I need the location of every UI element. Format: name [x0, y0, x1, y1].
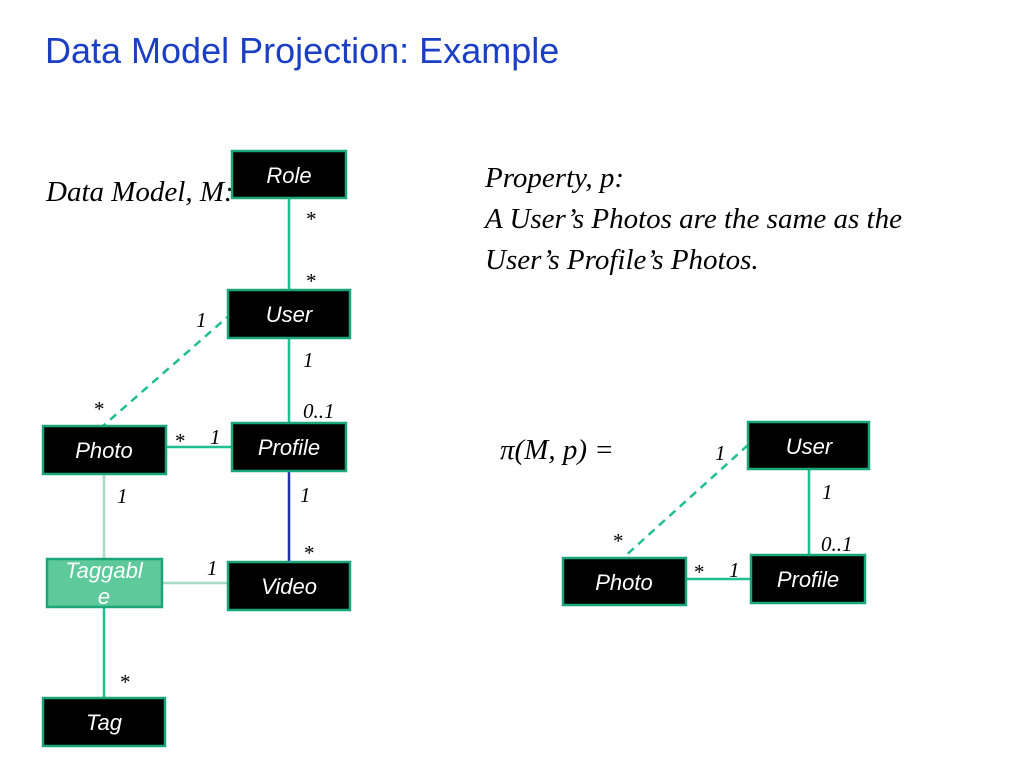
mult-user-photo-photo-end: *: [93, 397, 104, 421]
mult-photo-profile-profile-end: 1: [210, 425, 221, 449]
mult-photo-profile-photo-end: *: [174, 429, 185, 453]
proj-entity-photo: Photo: [561, 556, 688, 607]
mult-role-user-top: *: [305, 207, 316, 231]
proj-mult-user-profile-profile-end: 0..1: [821, 532, 853, 556]
proj-mult-user-photo-photo-end: *: [612, 529, 623, 553]
proj-mult-user-photo-user-end: 1: [715, 441, 726, 465]
svg-text:e: e: [98, 584, 110, 609]
proj-entity-user: User: [746, 420, 871, 471]
mult-taggable-tag: *: [119, 670, 130, 694]
entity-video: Video: [226, 560, 352, 612]
mult-user-photo-user-end: 1: [196, 308, 207, 332]
svg-text:Photo: Photo: [595, 570, 653, 595]
proj-mult-photo-profile-profile-end: 1: [729, 558, 740, 582]
entity-photo: Photo: [41, 424, 168, 476]
entity-user: User: [226, 288, 352, 340]
svg-text:User: User: [266, 302, 314, 327]
svg-text:Role: Role: [266, 163, 311, 188]
svg-text:Photo: Photo: [75, 438, 133, 463]
svg-text:Taggabl: Taggabl: [65, 558, 144, 583]
svg-text:Video: Video: [261, 574, 317, 599]
svg-text:Profile: Profile: [777, 567, 839, 592]
proj-entity-profile: Profile: [749, 553, 867, 605]
entity-role: Role: [230, 149, 348, 200]
proj-mult-user-profile-user-end: 1: [822, 480, 833, 504]
proj-mult-photo-profile-photo-end: *: [693, 560, 704, 584]
proj-edge-user-photo-dashed: [622, 444, 749, 559]
mult-profile-video-profile-end: 1: [300, 483, 311, 507]
projection-label: π(M, p) =: [500, 434, 614, 466]
svg-text:Tag: Tag: [86, 710, 123, 735]
entity-tag: Tag: [41, 696, 167, 748]
mult-user-profile-user-end: 1: [303, 348, 314, 372]
mult-profile-video-video-end: *: [303, 541, 314, 565]
mult-role-user-bottom: *: [305, 269, 316, 293]
entity-profile: Profile: [230, 421, 348, 473]
edge-user-photo-dashed: [102, 312, 233, 427]
property-heading: Property, p:: [485, 162, 625, 194]
svg-text:User: User: [786, 434, 834, 459]
entity-taggable: Taggabl e: [45, 557, 164, 609]
mult-user-profile-profile-end: 0..1: [303, 399, 335, 423]
data-model-label: Data Model, M:: [46, 176, 234, 208]
slide-title: Data Model Projection: Example: [45, 30, 560, 71]
svg-text:Profile: Profile: [258, 435, 320, 460]
property-description: Property, p: A User’s Photos are the sam…: [485, 158, 905, 281]
mult-photo-taggable: 1: [117, 484, 128, 508]
property-text: A User’s Photos are the same as the User…: [485, 203, 902, 276]
mult-taggable-video: 1: [207, 556, 218, 580]
